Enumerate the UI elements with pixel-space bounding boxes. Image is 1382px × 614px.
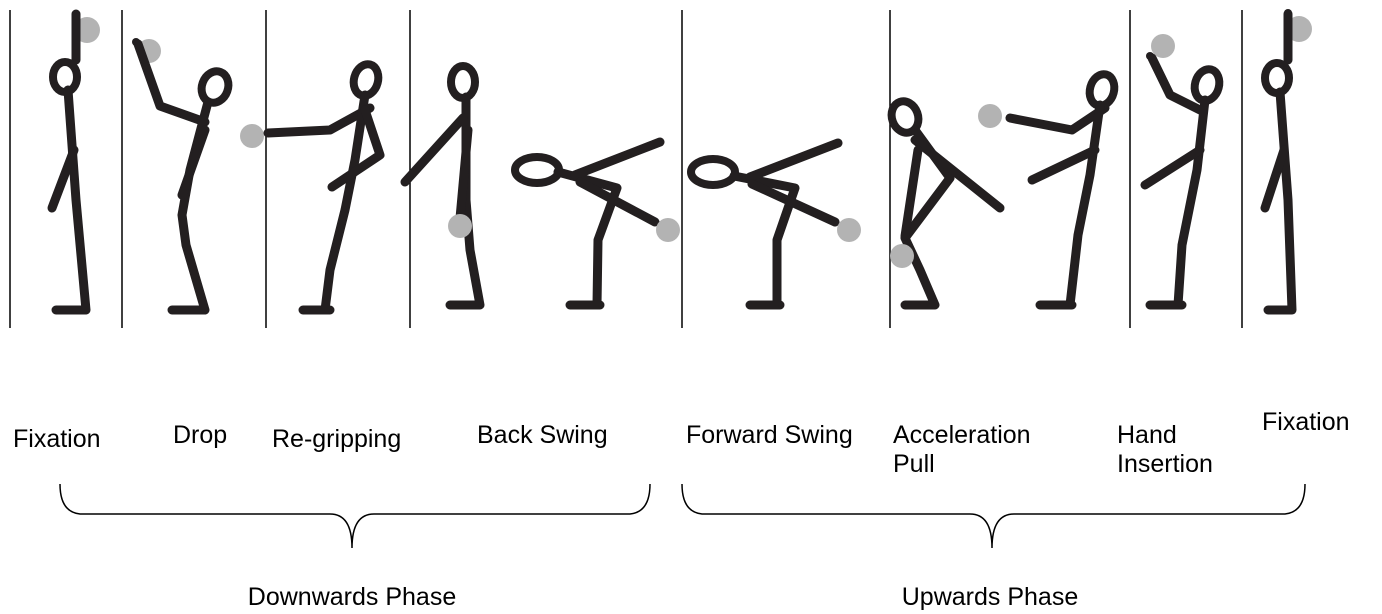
downwards-phase-label: Downwards Phase: [247, 583, 457, 611]
label-back-swing: Back Swing: [477, 421, 608, 449]
kettlebell-icon: [656, 218, 680, 242]
figure-hand-insertion: [1140, 34, 1224, 310]
panel-dividers: [9, 10, 1243, 328]
kettlebell-icon: [837, 218, 861, 242]
upwards-phase-label: Upwards Phase: [901, 583, 1079, 611]
kettlebell-icon: [978, 104, 1002, 128]
figure-fixation-end: [1260, 9, 1312, 315]
figure-back-swing-hinged: [511, 137, 680, 310]
figure-acceleration-pull-standing: [978, 70, 1119, 310]
figure-back-swing-upright: [400, 62, 485, 310]
label-fixation-end: Fixation: [1262, 408, 1350, 436]
figure-fixation-start: [47, 9, 100, 315]
figure-forward-swing: [687, 138, 861, 310]
kettlebell-icon: [890, 244, 914, 268]
label-acceleration-pull: Acceleration Pull: [893, 421, 1031, 478]
kettlebell-icon: [1151, 34, 1175, 58]
kettlebell-icon: [448, 214, 472, 238]
label-re-gripping: Re-gripping: [272, 425, 402, 453]
kettlebell-icon: [240, 124, 264, 148]
downwards-phase-brace: [59, 483, 651, 549]
label-fixation-start: Fixation: [13, 425, 101, 453]
label-forward-swing: Forward Swing: [686, 421, 853, 449]
figure-acceleration-pull-squat: [887, 97, 1005, 310]
figure-drop: [132, 38, 233, 315]
upwards-phase-brace: [681, 483, 1306, 549]
figure-re-gripping: [240, 60, 385, 315]
label-drop: Drop: [173, 421, 228, 449]
label-hand-insertion: Hand Insertion: [1117, 421, 1213, 478]
